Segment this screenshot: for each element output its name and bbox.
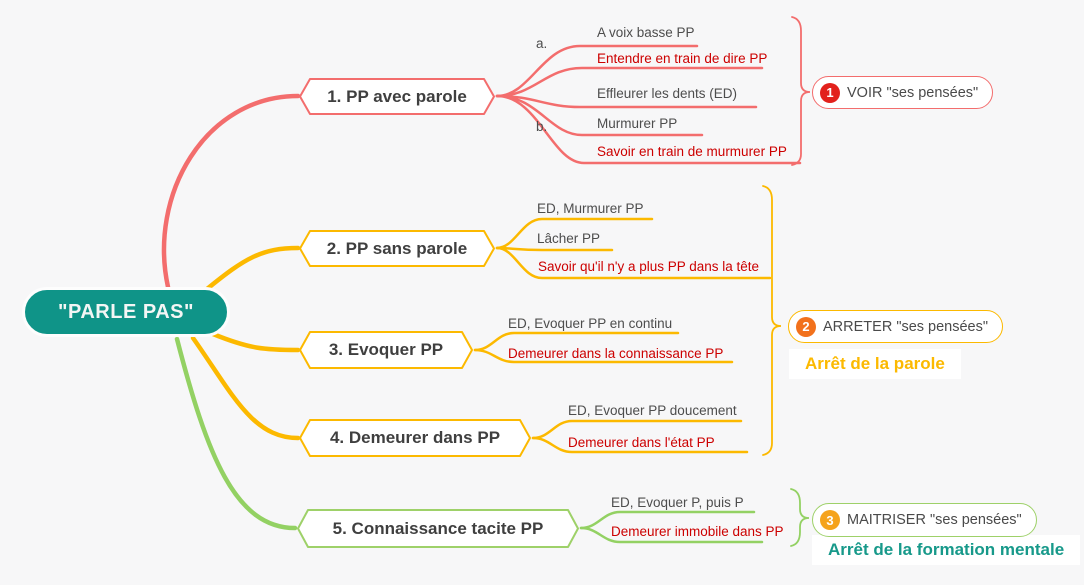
leaf-item[interactable]: Lâcher PP <box>537 231 601 246</box>
badge-number-3: 3 <box>820 510 840 530</box>
badge-label: MAITRISER "ses pensées" <box>847 512 1022 528</box>
branch-label: 3. Evoquer PP <box>328 340 444 359</box>
branch-node-5[interactable]: 5. Connaissance tacite PP <box>297 509 579 548</box>
caption-arret-formation-mentale[interactable]: Arrêt de la formation mentale <box>812 535 1081 565</box>
badge-number-2: 2 <box>796 316 816 337</box>
branch1-red-lines <box>161 16 811 290</box>
leaf-item[interactable]: Murmurer PP <box>597 116 678 131</box>
branch5-green-lines <box>174 336 810 547</box>
branch-node-4[interactable]: 4. Demeurer dans PP <box>299 419 531 457</box>
root-label: "PARLE PAS" <box>58 300 194 323</box>
summary-badge-arreter[interactable]: 2 ARRETER "ses pensées" <box>788 310 1004 343</box>
hexagon-shape <box>299 230 495 267</box>
leaf-item[interactable]: ED, Evoquer PP en continu <box>508 316 673 331</box>
leaf-item[interactable]: Effleurer les dents (ED) <box>597 86 738 101</box>
leaf-item[interactable]: Demeurer dans la connaissance PP <box>508 346 724 361</box>
hexagon-shape <box>299 331 473 369</box>
branch-node-1[interactable]: 1. PP avec parole <box>299 78 495 115</box>
branch234-yellow-lines <box>190 185 782 456</box>
hexagon-shape <box>299 419 531 457</box>
leaf-item[interactable]: Savoir qu'il n'y a plus PP dans la tête <box>538 259 760 274</box>
hexagon-shape <box>297 509 579 548</box>
summary-badge-voir[interactable]: 1 VOIR "ses pensées" <box>812 76 994 109</box>
leaf-item[interactable]: A voix basse PP <box>597 25 695 40</box>
root-node[interactable]: "PARLE PAS" <box>22 287 230 337</box>
group-label-a[interactable]: a. <box>536 36 548 51</box>
hexagon-shape <box>299 78 495 115</box>
group-label-b[interactable]: b. <box>536 119 548 134</box>
group3-brace <box>790 488 810 547</box>
branch-label: 4. Demeurer dans PP <box>329 428 501 447</box>
leaf-item[interactable]: Demeurer dans l'état PP <box>568 435 715 450</box>
caption-arret-parole[interactable]: Arrêt de la parole <box>789 349 961 379</box>
leaf-item[interactable]: ED, Evoquer PP doucement <box>568 403 737 418</box>
leaf-item[interactable]: Entendre en train de dire PP <box>597 51 768 66</box>
badge-label: ARRETER "ses pensées" <box>823 318 989 335</box>
group2-brace <box>762 185 782 456</box>
branch-node-3[interactable]: 3. Evoquer PP <box>299 331 473 369</box>
group1-brace <box>791 16 811 166</box>
leaf-item[interactable]: Demeurer immobile dans PP <box>611 524 784 539</box>
badge-label: VOIR "ses pensées" <box>847 84 979 101</box>
branch-label: 1. PP avec parole <box>327 86 467 106</box>
branch-node-2[interactable]: 2. PP sans parole <box>299 230 495 267</box>
leaf-item[interactable]: ED, Murmurer PP <box>537 201 644 216</box>
badge-number-1: 1 <box>820 82 840 103</box>
summary-badge-maitriser[interactable]: 3 MAITRISER "ses pensées" <box>812 503 1037 537</box>
branch-label: 2. PP sans parole <box>326 238 468 258</box>
branch-label: 5. Connaissance tacite PP <box>332 518 544 538</box>
leaf-item[interactable]: ED, Evoquer P, puis P <box>611 495 744 510</box>
leaf-item[interactable]: Savoir en train de murmurer PP <box>597 144 787 159</box>
